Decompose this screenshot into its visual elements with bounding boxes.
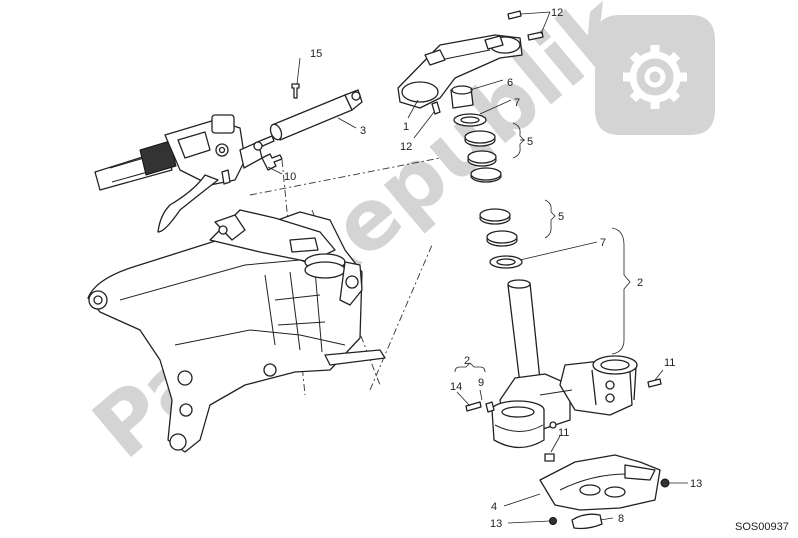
lower-yoke-stem	[491, 279, 638, 449]
callout-11-stem: 11	[558, 427, 569, 439]
callout-12-top: 12	[551, 7, 563, 19]
upper-yoke	[397, 34, 523, 109]
gear-icon	[595, 15, 715, 135]
callout-9: 9	[478, 377, 484, 389]
callout-8: 8	[618, 513, 624, 525]
callout-10: 10	[284, 171, 296, 183]
handlebar-assembly	[94, 114, 263, 233]
callout-12-yoke: 12	[400, 141, 412, 153]
callout-7-upper: 7	[514, 97, 520, 109]
callout-5-upper: 5	[527, 136, 533, 148]
callout-11-pinch: 11	[664, 357, 675, 369]
cover-screws	[549, 478, 670, 530]
callout-14: 14	[450, 381, 462, 393]
frame	[87, 209, 386, 453]
steering-damper	[253, 89, 363, 151]
callout-4: 4	[491, 501, 497, 513]
screw-15	[291, 83, 300, 99]
callout-13-screw: 13	[490, 518, 502, 530]
screw-10	[261, 153, 283, 171]
bearing-stack-lower	[479, 208, 523, 269]
pinch-bolts	[465, 378, 662, 462]
callout-1: 1	[403, 121, 409, 133]
callout-15: 15	[310, 48, 322, 60]
yoke-bolts	[431, 10, 544, 115]
callout-2-bolt-set: 2	[464, 355, 470, 367]
bearing-stack-upper	[450, 85, 502, 183]
callout-6: 6	[507, 77, 513, 89]
callout-5-lower: 5	[558, 211, 564, 223]
callout-3: 3	[360, 125, 366, 137]
callout-7-lower: 7	[600, 237, 606, 249]
drawing-code: SOS00937	[735, 521, 789, 533]
callout-13-cover: 13	[690, 478, 702, 490]
lower-cover	[539, 454, 661, 511]
callouts: 1 2 2 3 4 5 5 6 7 7 8 9 10 11 11 12 12 1…	[284, 7, 702, 530]
callout-2-lower-yoke: 2	[637, 277, 643, 289]
leader-lines	[267, 11, 688, 524]
